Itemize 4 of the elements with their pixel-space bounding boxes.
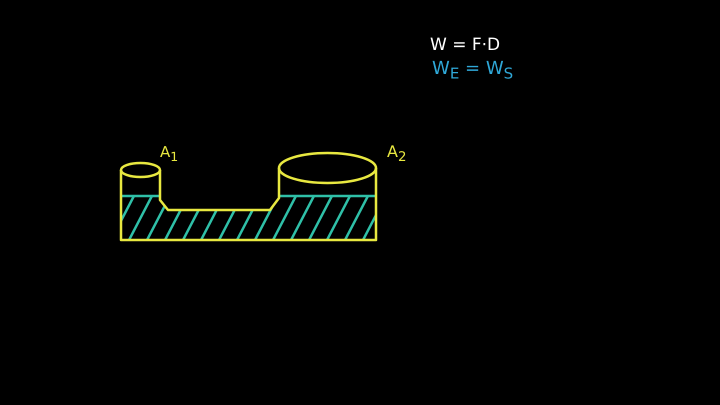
formula-text: W = F·D xyxy=(430,37,500,54)
formula-text: W$_{E}$ = W$_{S}$ xyxy=(432,60,514,82)
area-label: A$_{2}$ xyxy=(387,144,406,165)
area-label: A$_{1}$ xyxy=(160,145,178,164)
